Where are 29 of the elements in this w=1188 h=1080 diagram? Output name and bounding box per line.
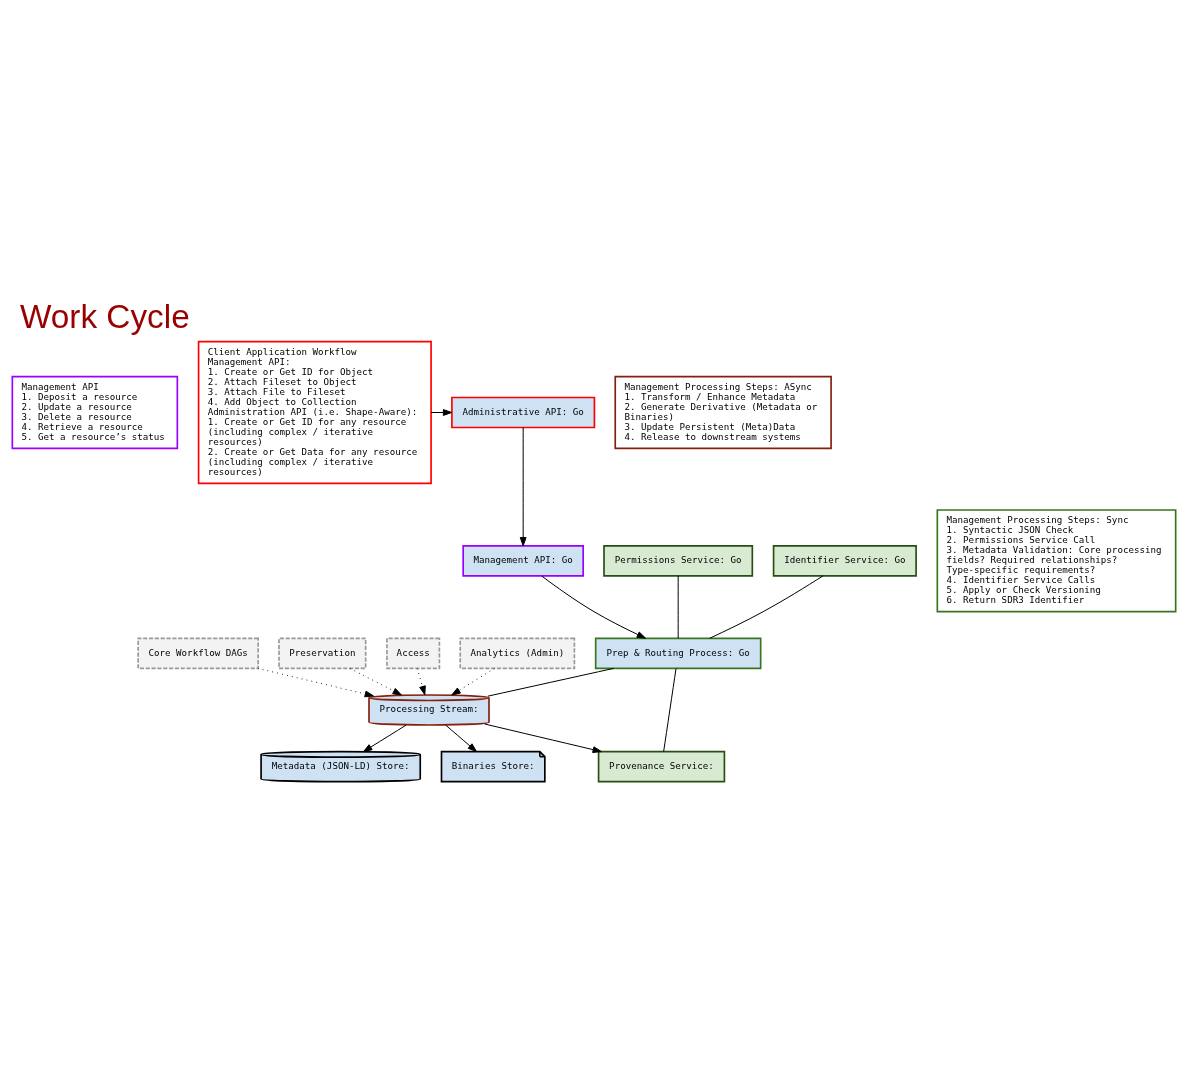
arrow — [484, 723, 602, 754]
arrow — [519, 427, 527, 547]
node-box: Prep & Routing Process: Go — [594, 637, 762, 670]
connector — [487, 667, 615, 697]
node-box: Management API 1. Deposit a resource 2. Update a resource 3. Delete a resource 4. Retrieve a resource 5. Get a resource’s status — [11, 375, 179, 450]
connector — [709, 575, 824, 639]
node-box: Permissions Service: Go — [603, 545, 754, 577]
arrow — [430, 409, 453, 416]
node-box: Management Processing Steps: ASync 1. Transform / Enhance Metadata 2. Generate Derivative (Metadata or Binaries) 3. Update Persistent (Meta)Data 4. Release to downstream systems — [614, 375, 832, 450]
connector — [663, 668, 677, 752]
node-box: Core Workflow DAGs — [137, 637, 259, 670]
arrow — [257, 667, 374, 698]
node-box: Client Application Workflow Management API: 1. Create or Get ID for Object 2. Attach Fileset to Object 3. Attach File to Fileset 4. Add Object to Collection Administration API (i.e. Shape-Aware): 1. Create or Get ID for any resource (including complex / iterative resources) 2. Create or Get Data for any resource (including complex / iterative resources) — [197, 340, 432, 485]
arrow — [445, 724, 477, 752]
arrow — [363, 724, 407, 753]
node-box: Management Processing Steps: Sync 1. Syntactic JSON Check 2. Permissions Service Call 3. Metadata Validation: Core processing fields? Required relationships? Type-specific requirements? 4. Identifier Service Calls 5. Apply or Check Versioning 6. Return SDR3 Identifier — [936, 509, 1177, 613]
node-box: Access — [386, 637, 441, 670]
connector — [677, 575, 679, 639]
node-box: Administrative API: Go — [451, 396, 596, 429]
node-box: Preservation — [278, 637, 367, 670]
node-box: Management API: Go — [462, 545, 584, 577]
node-box: Analytics (Admin) — [459, 637, 576, 670]
node-box: Provenance Service: — [597, 750, 726, 783]
diagram-title: Work Cycle — [19, 298, 190, 336]
node-box: Identifier Service: Go — [772, 545, 917, 577]
arrow — [451, 668, 495, 696]
arrow — [541, 575, 647, 639]
arrow — [349, 668, 402, 696]
arrow — [416, 668, 426, 696]
